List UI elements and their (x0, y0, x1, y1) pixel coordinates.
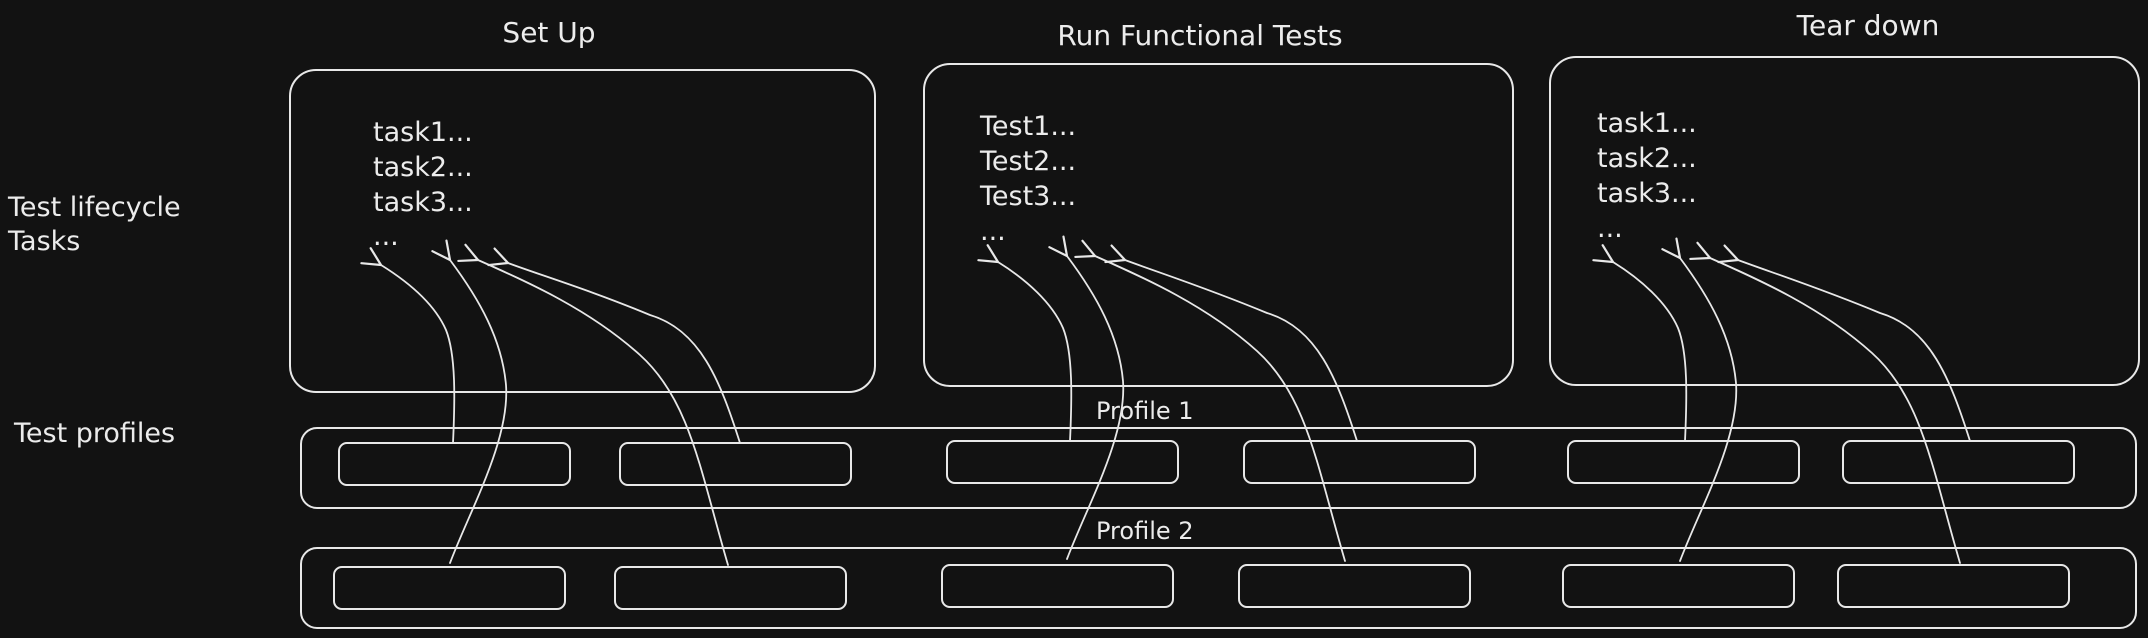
profile-container-1 (300, 427, 2137, 509)
arrow-icon (487, 247, 741, 444)
stage-item: task2... (373, 152, 473, 183)
stage-title-setup: Set Up (502, 16, 595, 49)
row-label-lifecycle-line2: Tasks (7, 226, 80, 257)
stage-item: ... (980, 216, 1006, 247)
profile-1: Profile 1 (300, 397, 2137, 509)
profile-2: Profile 2 (300, 517, 2137, 629)
profile-slot (1243, 440, 1476, 484)
stage-item: ... (373, 221, 399, 252)
stage-run-tests: Run Functional Tests Test1... Test2... T… (923, 19, 1514, 387)
stage-box-run-tests (923, 63, 1514, 387)
stage-box-teardown (1549, 56, 2140, 386)
arrow-icon (1592, 244, 1688, 442)
stage-item: Test1... (979, 111, 1076, 142)
stage-item: task1... (373, 117, 473, 148)
arrow-icon (1717, 244, 1971, 442)
stage-title-run-tests: Run Functional Tests (1057, 19, 1342, 52)
stage-item: Test2... (979, 146, 1076, 177)
profile-slot (619, 442, 852, 486)
profile-slot (614, 566, 847, 610)
stage-item: ... (1597, 213, 1623, 244)
arrow-icon (360, 247, 456, 444)
stage-item: task3... (373, 187, 473, 218)
arrow-icon (1104, 244, 1358, 442)
stage-item: task2... (1597, 143, 1697, 174)
arrows-setup (360, 239, 741, 566)
arrow-icon (1074, 239, 1346, 562)
profile-slot (1837, 564, 2070, 608)
stage-item: Test3... (979, 181, 1076, 212)
stage-title-teardown: Tear down (1796, 9, 1940, 42)
stage-item: task3... (1597, 178, 1697, 209)
profile-slot (941, 564, 1174, 608)
row-label-profiles: Test profiles (13, 418, 175, 449)
profile-slot (1562, 564, 1795, 608)
arrow-icon (457, 243, 729, 566)
arrow-icon (977, 244, 1073, 442)
arrows-teardown (1592, 237, 1971, 564)
profile-label-2: Profile 2 (1096, 517, 1194, 545)
row-label-lifecycle-line1: Test lifecycle (7, 192, 181, 223)
profile-slot (1842, 440, 2075, 484)
profile-slot (946, 440, 1179, 484)
arrow-icon (431, 239, 508, 564)
stage-setup: Set Up task1... task2... task3... ... (289, 16, 876, 393)
profile-slot (338, 442, 571, 486)
profile-slot (333, 566, 566, 610)
arrow-icon (1048, 235, 1125, 560)
profile-slot (1238, 564, 1471, 608)
stage-box-setup (289, 69, 876, 393)
arrow-icon (1661, 237, 1738, 562)
arrows-run-tests (977, 235, 1358, 562)
stage-item: task1... (1597, 108, 1697, 139)
profile-label-1: Profile 1 (1096, 397, 1194, 425)
stage-teardown: Tear down task1... task2... task3... ... (1549, 9, 2140, 386)
profile-slot (1567, 440, 1800, 484)
profile-container-2 (300, 547, 2137, 629)
arrow-icon (1689, 241, 1961, 564)
